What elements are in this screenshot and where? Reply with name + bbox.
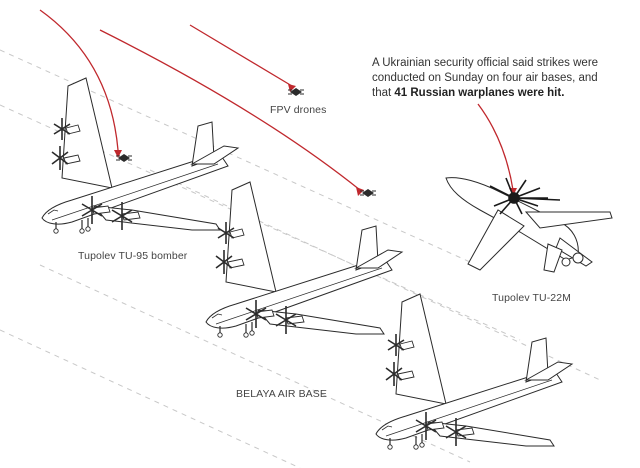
air-base-label: BELAYA AIR BASE bbox=[236, 388, 327, 400]
trajectory-1 bbox=[39, 9, 119, 151]
tu22m-aircraft-icon bbox=[445, 177, 613, 273]
tu95-bomber-icon bbox=[41, 77, 239, 235]
explosion-icon bbox=[489, 177, 561, 215]
annotation-text: A Ukrainian security official said strik… bbox=[372, 57, 599, 99]
trajectory-4 bbox=[477, 103, 514, 191]
tu95-label: Tupolev TU-95 bomber bbox=[78, 250, 188, 262]
tu22m-label: Tupolev TU-22M bbox=[492, 292, 572, 304]
trajectory-3 bbox=[189, 24, 293, 87]
annotation-highlight: 41 Russian warplanes were hit. bbox=[394, 87, 565, 99]
tu95-bomber-icon bbox=[205, 181, 403, 339]
arrowhead-1 bbox=[114, 150, 122, 158]
trajectory-2 bbox=[99, 29, 361, 191]
strike-trajectories bbox=[39, 9, 514, 191]
tu95-bomber-icon bbox=[375, 293, 573, 451]
fpv-drones-label: FPV drones bbox=[270, 104, 327, 116]
